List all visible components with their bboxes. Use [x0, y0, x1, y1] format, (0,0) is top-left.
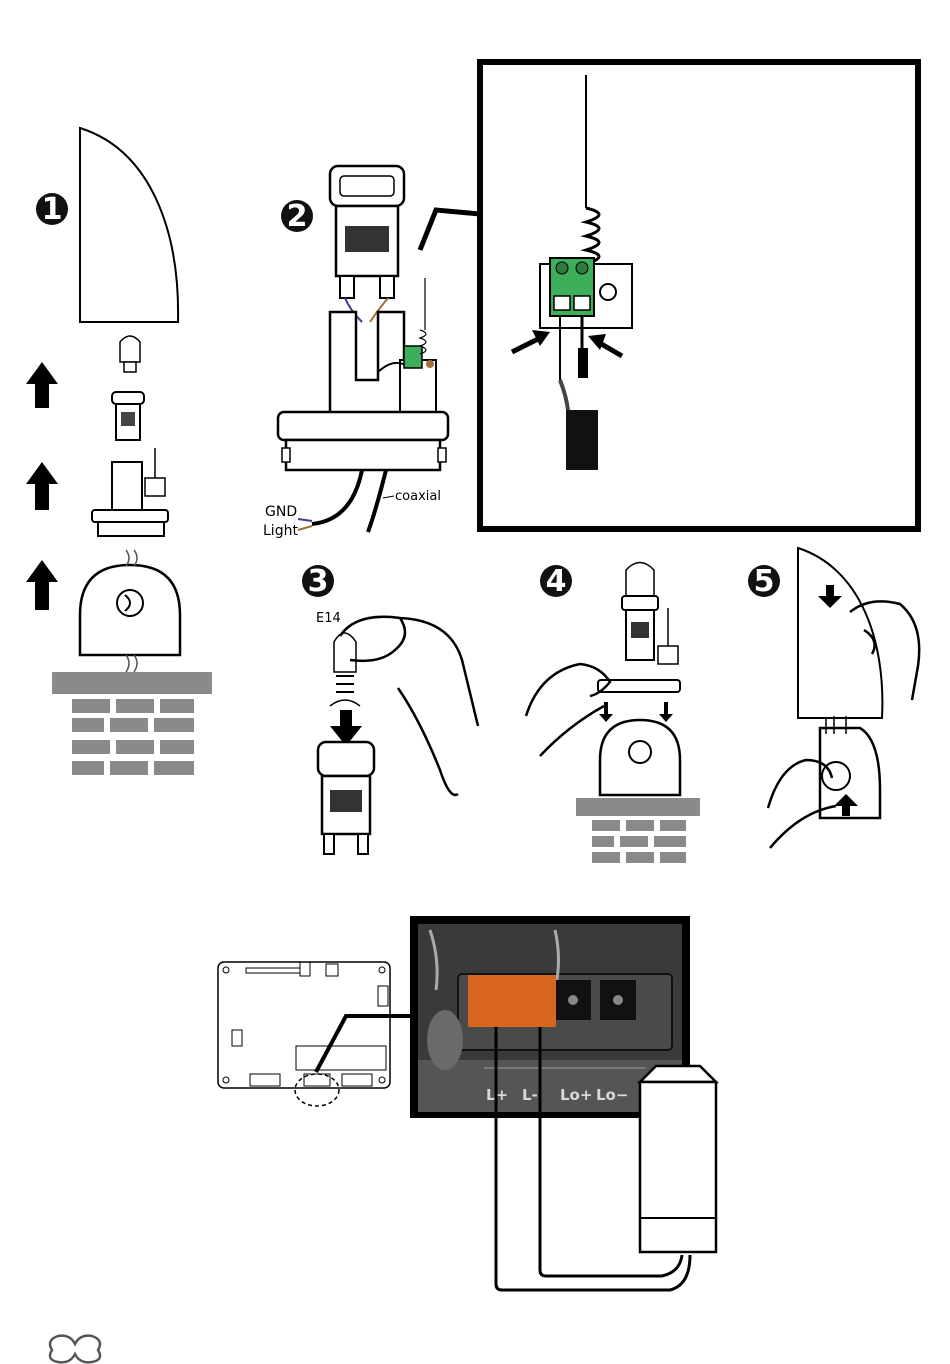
up-arrow-icon [26, 462, 58, 510]
control-board [218, 962, 410, 1106]
light-wire-end [298, 526, 312, 530]
e14-bulb [330, 633, 360, 706]
green-terminal-block [550, 258, 594, 316]
step-4-badge: 4 [540, 564, 572, 599]
step-5: 5 [748, 548, 919, 848]
gnd-wire-end [298, 519, 312, 521]
lamp-socket [112, 392, 144, 440]
lamp-assembly [598, 563, 680, 693]
lamp-base-body [278, 278, 448, 470]
up-arrow-icon [26, 362, 58, 408]
terminal-label-l-minus: L- [522, 1086, 538, 1104]
socket [318, 742, 374, 854]
terminal-label-lo-minus: Lo− [596, 1086, 628, 1104]
step-1-badge: 1 [36, 192, 68, 227]
svg-text:2: 2 [287, 199, 308, 234]
light-label: Light [263, 523, 298, 539]
up-arrow-icon [26, 560, 58, 610]
svg-text:5: 5 [754, 564, 775, 599]
coaxial-cable [368, 470, 386, 532]
hand [526, 664, 610, 756]
down-arrow-icon [330, 710, 362, 746]
step-5-badge: 5 [748, 564, 780, 599]
step-3: 3 E14 [302, 564, 478, 854]
svg-text:4: 4 [546, 564, 567, 599]
step-4: 4 [526, 563, 700, 864]
step-1: 1 [26, 128, 212, 775]
bulb-type-label: E14 [316, 611, 341, 626]
step-2: 2 [263, 166, 480, 539]
svg-text:3: 3 [308, 564, 329, 599]
coaxial-shield [578, 348, 588, 378]
callout-line [420, 210, 480, 250]
brick-wall [52, 672, 212, 775]
highlight-box [468, 975, 556, 1027]
screw [600, 284, 616, 300]
coaxial-label: coaxial [395, 489, 441, 504]
gnd-label: GND [265, 504, 297, 520]
bulb [120, 336, 140, 372]
base-assembly [92, 448, 168, 536]
svg-text:1: 1 [42, 192, 63, 227]
coaxial-jacket [566, 410, 598, 470]
wall-mount [600, 720, 680, 795]
wall-mount [80, 550, 180, 672]
transformer-box [640, 1066, 716, 1252]
step-2-badge: 2 [281, 199, 313, 234]
lamp-cover [80, 128, 178, 322]
terminal-label-lo-plus: Lo+ [560, 1086, 592, 1104]
step-3-badge: 3 [302, 564, 334, 599]
power-cable [312, 470, 362, 524]
terminal-detail-panel [480, 62, 918, 529]
logo-icon [50, 1336, 100, 1363]
socket-exploded [330, 166, 404, 298]
brick-wall [576, 798, 700, 863]
